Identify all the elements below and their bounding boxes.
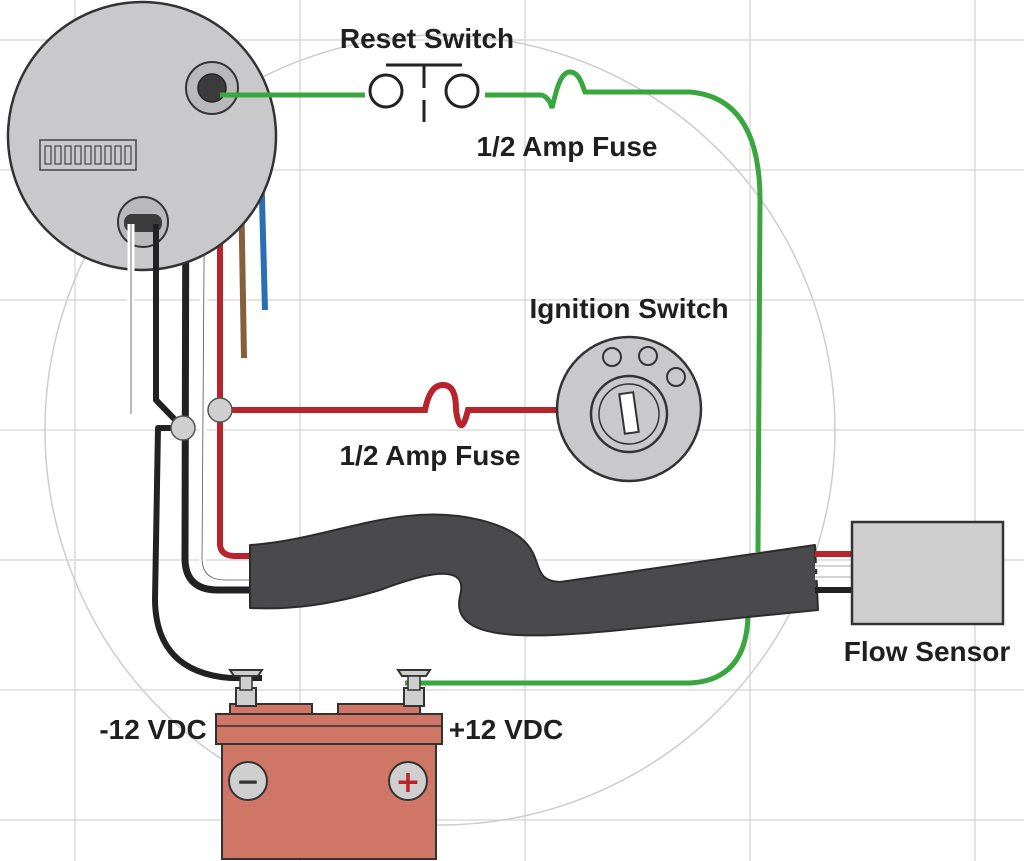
gauge — [6, 0, 278, 272]
battery-top — [215, 713, 443, 745]
green-wire-switch-to-hose — [485, 69, 763, 553]
wire-white-bundle-outline — [201, 94, 265, 581]
label-negative-terminal: -12 VDC — [99, 714, 206, 745]
ground-wire — [152, 425, 262, 681]
flow-sensor[interactable] — [850, 520, 1005, 626]
positive-terminal-post[interactable] — [396, 669, 432, 707]
lcd-display — [39, 139, 137, 171]
conduit-hose — [249, 513, 819, 637]
label-fuse-middle: 1/2 Amp Fuse — [339, 440, 520, 471]
wire-black-bundle — [181, 89, 265, 594]
label-ignition-switch: Ignition Switch — [529, 293, 728, 324]
label-positive-terminal: +12 VDC — [449, 714, 563, 745]
junction-black — [170, 415, 196, 441]
label-fuse-top: 1/2 Amp Fuse — [476, 131, 657, 162]
battery-plus-badge — [388, 761, 428, 801]
battery-plus-symbol: + — [395, 765, 420, 800]
junction-red — [207, 397, 233, 423]
gauge-connector-top-hole — [197, 73, 227, 103]
battery-minus-symbol: − — [236, 765, 259, 798]
ignition-switch[interactable] — [555, 335, 703, 483]
wire-red-bundle — [213, 94, 265, 559]
battery-minus-badge — [228, 761, 268, 801]
ignition-terminal-3 — [666, 367, 686, 387]
ignition-key-slot — [618, 391, 640, 435]
battery: − + — [215, 669, 443, 860]
reset-switch[interactable] — [368, 63, 480, 122]
ignition-terminal-2 — [638, 346, 658, 366]
background-circle — [44, 34, 836, 826]
reset-switch-right-contact — [444, 73, 480, 109]
reset-switch-left-contact — [368, 73, 404, 109]
wire-black-lamp — [153, 224, 186, 431]
green-wire-battery — [405, 611, 751, 686]
ignition-terminal-1 — [602, 347, 622, 367]
negative-terminal-post[interactable] — [228, 669, 264, 707]
label-flow-sensor: Flow Sensor — [844, 636, 1011, 667]
label-reset-switch: Reset Switch — [340, 23, 514, 54]
battery-body — [221, 743, 437, 860]
red-wire-ignition — [220, 381, 560, 428]
flow-sensor-wires — [815, 551, 852, 593]
